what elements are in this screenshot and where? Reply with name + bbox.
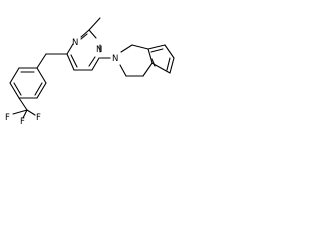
bond-ph-7 — [36, 67, 47, 84]
bond-c6-n1-double — [88, 56, 96, 67]
bond-bz-double-3 — [151, 58, 156, 67]
bond-thiq-1 — [120, 44, 133, 53]
bond-thiq-3 — [147, 48, 153, 64]
bond-c2-n3-double — [80, 33, 88, 40]
bond-phenyl-cf3 — [18, 97, 28, 111]
bond-thiq-4 — [142, 62, 153, 77]
bond-ph-6 — [36, 82, 47, 99]
atom-f-1: F — [5, 113, 10, 123]
bond-c2-n1 — [88, 29, 97, 39]
isoquinoline-benzene-ring — [147, 44, 175, 74]
bond-bz-double-2 — [166, 57, 171, 71]
bond-bz-2 — [164, 44, 175, 59]
bond-c-f2 — [26, 109, 36, 116]
bond-ph-double-2 — [13, 82, 22, 96]
atom-n-pyrimidine-bottom: N — [96, 45, 102, 55]
bond-n3-c4 — [66, 43, 74, 55]
bond-c-f1 — [12, 109, 28, 115]
bond-ph-1 — [36, 53, 47, 69]
bond-thiq-6 — [119, 64, 127, 77]
bond-methyl — [88, 17, 101, 31]
bond-ph-double-3 — [34, 82, 43, 96]
chemical-structure: N N F F F N — [5, 17, 175, 126]
bond-bz-double-1 — [150, 48, 164, 53]
bond-ph-4 — [9, 82, 20, 99]
bond-c2-n3 — [80, 29, 90, 38]
pyrimidine-ring — [66, 29, 101, 71]
atom-n-isoquinoline: N — [112, 54, 118, 64]
phenyl-ring — [9, 53, 47, 99]
atom-f-2: F — [20, 117, 25, 126]
bond-ph-3 — [9, 67, 20, 84]
tetrahydroisoquinoline-ring — [119, 44, 153, 77]
bond-c-f3 — [22, 109, 28, 119]
atom-f-3: F — [36, 113, 41, 123]
atom-n-pyrimidine-top: N — [72, 38, 78, 48]
bond-thiq-2 — [131, 44, 149, 50]
bond-bz-1 — [147, 44, 166, 50]
bond-bz-3 — [169, 57, 175, 74]
bond-c4-c5-double — [70, 54, 78, 68]
bond-c4-c5 — [66, 53, 75, 71]
bond-c6-n1 — [91, 57, 100, 71]
